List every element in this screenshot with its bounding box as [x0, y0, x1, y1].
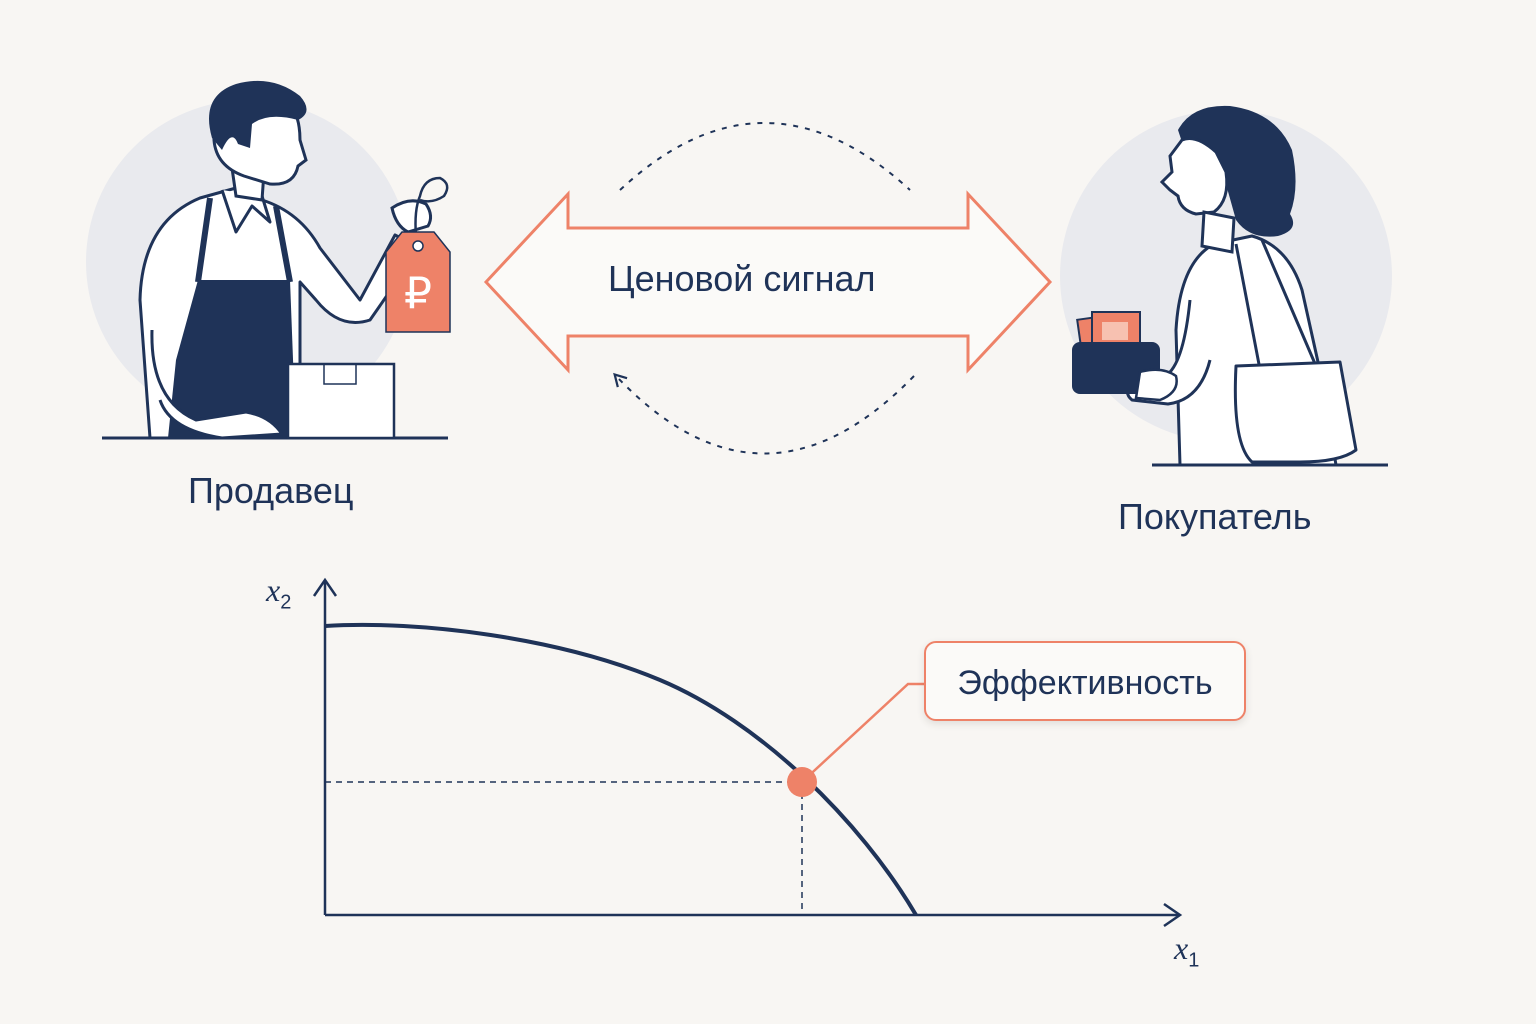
y-axis-label: x2 [266, 572, 291, 614]
price-tag-hole [412, 240, 424, 252]
x-axis-subscript: 1 [1188, 949, 1200, 972]
buyer-neck [1200, 210, 1236, 254]
wallet-card-highlight [1102, 322, 1128, 340]
price-signal-double-arrow [483, 190, 1053, 374]
x-axis-symbol: x [1174, 930, 1189, 966]
seller-hair [209, 80, 307, 150]
x-axis-label: x1 [1174, 930, 1199, 972]
seller-left-arm [150, 329, 284, 440]
seller-box-flap [323, 364, 357, 385]
buyer-illustration [1060, 105, 1392, 467]
buyer-label: Покупатель [1118, 496, 1312, 537]
buyer-face [1159, 137, 1229, 216]
seller-box [286, 362, 396, 440]
efficiency-point [787, 767, 817, 797]
seller-apron [168, 280, 296, 438]
seller-label: Продавец [188, 470, 354, 511]
seller-right-hand [390, 199, 433, 234]
ruble-symbol: ₽ [404, 269, 432, 318]
buyer-hand [1134, 368, 1178, 402]
buyer-bag-strap [1234, 239, 1318, 381]
callout-leader-line [801, 682, 924, 783]
dashed-cycle-top-arc [619, 122, 911, 191]
seller-apron-straps [195, 197, 293, 283]
price-signal-label: Ценовой сигнал [608, 258, 876, 299]
price-tag [385, 231, 451, 333]
buyer-hair [1178, 105, 1296, 237]
buyer-bag [1233, 360, 1358, 464]
y-axis-symbol: x [266, 572, 281, 608]
y-axis-subscript: 2 [280, 591, 292, 614]
frontier-curve [324, 622, 918, 917]
efficiency-callout-label: Эффективность [957, 664, 1213, 702]
x-axis-arrowhead [1163, 902, 1183, 928]
seller-illustration: ₽ [86, 80, 451, 440]
price-tag-string [414, 176, 449, 237]
efficiency-callout: Эффективность [924, 641, 1246, 721]
dashed-cycle-bottom-arc [613, 372, 915, 455]
production-possibility-chart [312, 577, 1183, 928]
y-axis-arrowhead [312, 577, 338, 597]
